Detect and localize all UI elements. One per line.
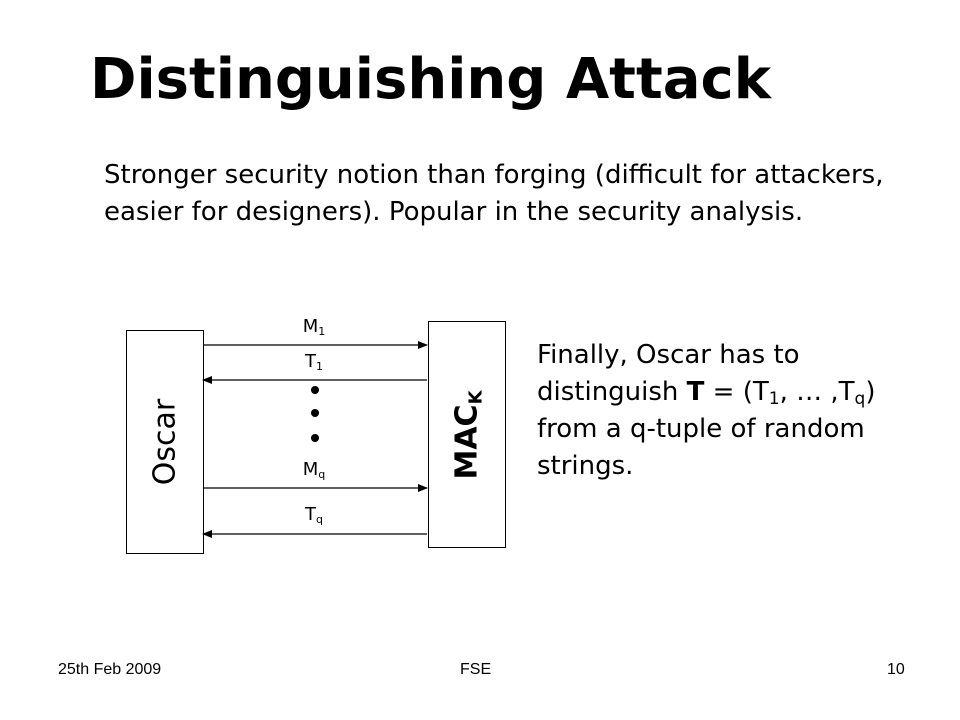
conclusion-text: Finally, Oscar has to distinguish T = (T… bbox=[537, 340, 876, 481]
msg-label-t1: T1 bbox=[305, 351, 323, 373]
msg-label-m1: M1 bbox=[302, 316, 326, 338]
ellipsis-dot-1 bbox=[311, 386, 319, 394]
msg-label-tq: Tq bbox=[305, 504, 323, 526]
footer-conference: FSE bbox=[460, 661, 492, 678]
oscar-box: Oscar bbox=[126, 330, 204, 554]
mac-box: MACK bbox=[428, 321, 506, 548]
slide-title: Distinguishing Attack bbox=[90, 47, 771, 112]
footer-date: 25th Feb 2009 bbox=[58, 661, 162, 678]
ellipsis-dot-2 bbox=[311, 409, 319, 417]
ellipsis-dot-3 bbox=[311, 434, 319, 442]
footer-page-number: 10 bbox=[887, 661, 905, 678]
intro-paragraph: Stronger security notion than forging (d… bbox=[104, 160, 884, 227]
bold-t: T bbox=[686, 377, 705, 407]
msg-label-mq: Mq bbox=[302, 459, 326, 481]
